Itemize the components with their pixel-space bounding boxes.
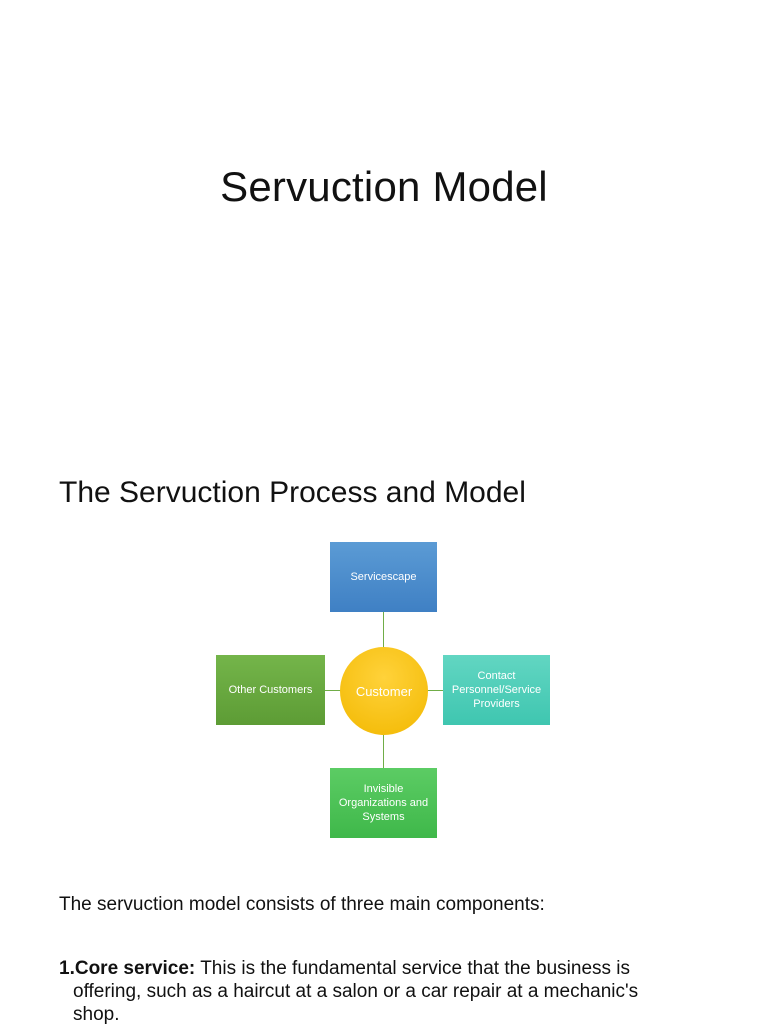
customer-circle: Customer [340,647,428,735]
connector-right [427,690,443,691]
contact-personnel-box: Contact Personnel/Service Providers [443,655,550,725]
connector-left [325,690,341,691]
slide-title: Servuction Model [220,163,548,210]
connector-bottom [383,734,384,768]
other-customers-box: Other Customers [216,655,325,725]
customer-label: Customer [355,683,413,699]
list-item: 1.Core service: This is the fundamental … [59,957,699,1024]
list-item-label: 1.Core service: [59,958,196,979]
invisible-organizations-label: Invisible Organizations and Systems [338,783,429,823]
servicescape-label: Servicescape [350,571,417,583]
contact-personnel-label: Contact Personnel/Service Providers [451,670,542,710]
list-item-text-line1: This is the fundamental service that the… [200,958,631,979]
invisible-organizations-box: Invisible Organizations and Systems [330,768,437,838]
list-item-text-line2: offering, such as a haircut at a salon o… [73,981,639,1002]
intro-text: The servuction model consists of three m… [59,894,545,915]
slide-heading: The Servuction Process and Model [59,476,526,509]
list-item-text-line3: shop. [73,1004,120,1024]
connector-top [383,612,384,648]
other-customers-label: Other Customers [228,684,313,696]
servicescape-box: Servicescape [330,542,437,612]
